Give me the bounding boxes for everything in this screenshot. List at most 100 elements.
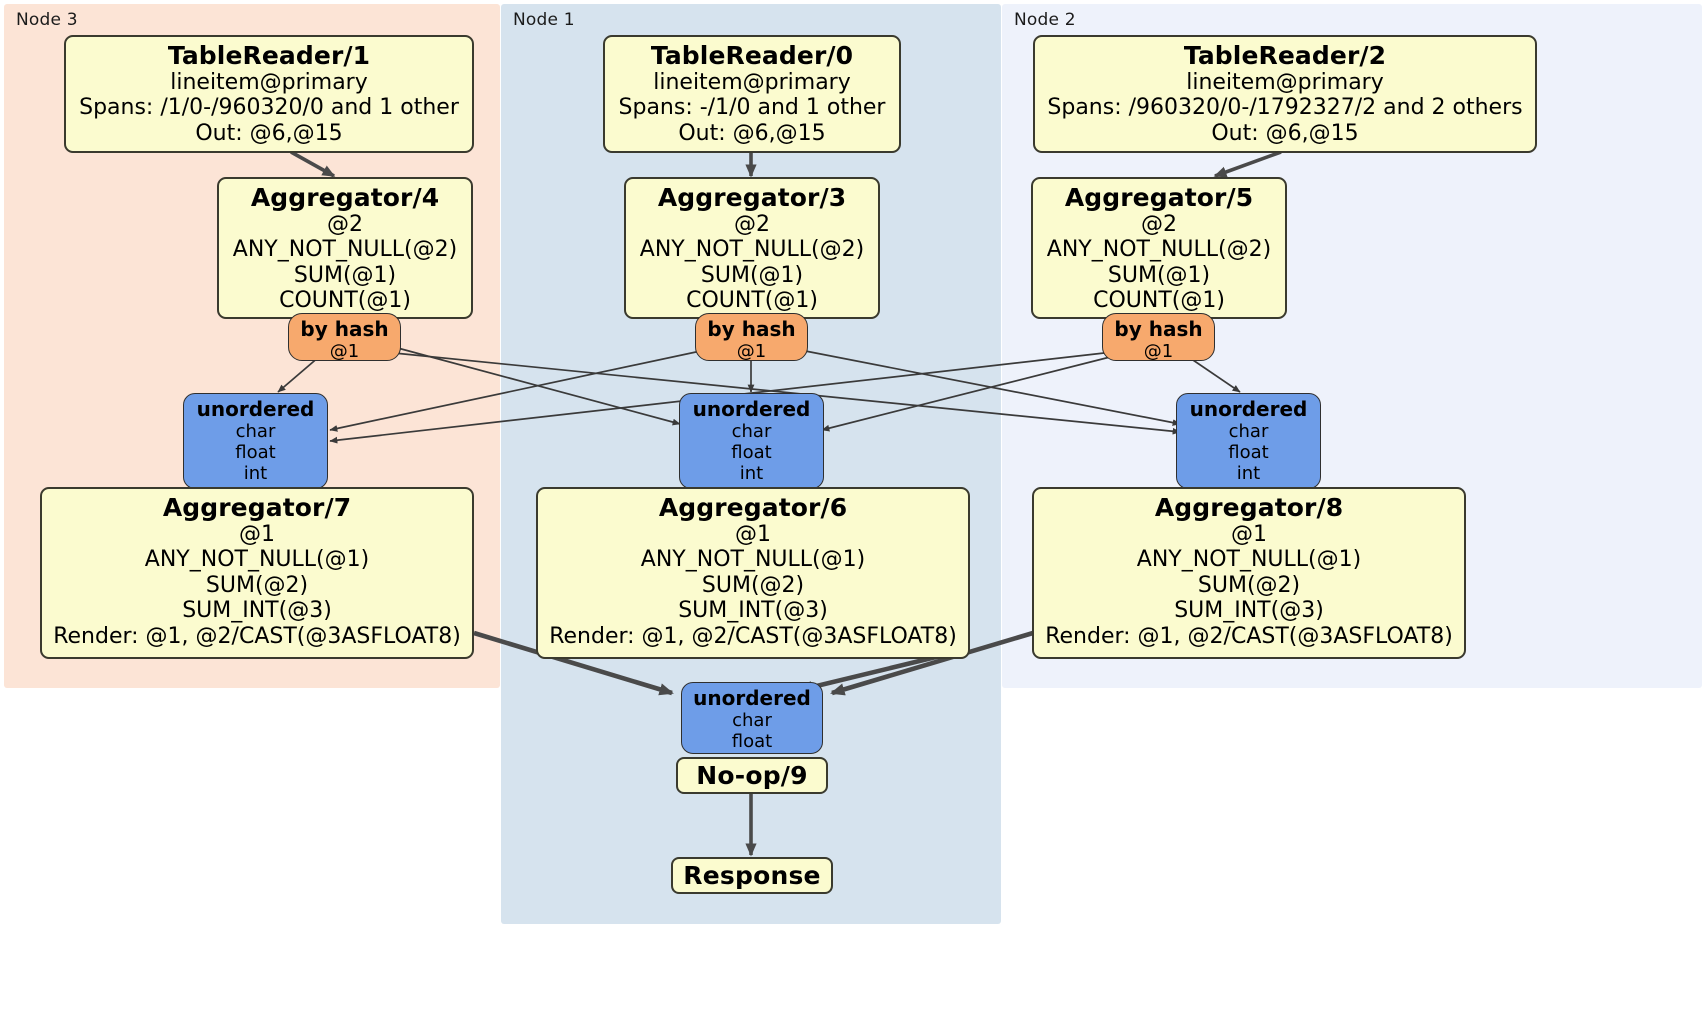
processor-line: lineitem@primary (170, 70, 368, 95)
router-line: char (732, 710, 772, 731)
processor-line: COUNT(@1) (1093, 288, 1225, 314)
processor-line: @2 (327, 212, 363, 237)
router-line: @1 (329, 341, 360, 362)
processor-line: Spans: /1/0-/960320/0 and 1 other (79, 95, 459, 121)
processor-line: SUM(@2) (205, 572, 309, 598)
processor-title: No-op/9 (696, 761, 808, 790)
processor-line: ANY_NOT_NULL(@1) (144, 547, 370, 573)
processor-title: Aggregator/8 (1154, 493, 1344, 522)
router-line: char (1228, 421, 1269, 442)
processor-line: SUM(@1) (293, 262, 397, 288)
router-unordered-left[interactable]: unordered char float int (183, 393, 328, 489)
processor-aggregator-7[interactable]: Aggregator/7 @1 ANY_NOT_NULL(@1) SUM(@2)… (40, 487, 474, 659)
router-line: @1 (1143, 341, 1174, 362)
processor-line: @1 (239, 522, 275, 547)
node-label-node-3: Node 3 (16, 10, 78, 30)
router-line: @1 (736, 341, 767, 362)
processor-tablereader-1[interactable]: TableReader/1 lineitem@primary Spans: /1… (64, 35, 474, 153)
edge-aggregator8-unorderedfinal (830, 630, 1034, 696)
edge-hashright-unorderedcenter (821, 354, 1119, 432)
router-title: unordered (1189, 397, 1308, 421)
processor-line: Out: @6,@15 (195, 120, 343, 146)
processor-line: SUM(@1) (700, 262, 804, 288)
node-label-node-2: Node 2 (1014, 10, 1076, 30)
processor-line: ANY_NOT_NULL(@1) (640, 547, 866, 573)
processor-tablereader-2[interactable]: TableReader/2 lineitem@primary Spans: /9… (1033, 35, 1537, 153)
processor-line: @1 (735, 522, 771, 547)
processor-title: TableReader/2 (1183, 41, 1387, 70)
router-by-hash-left[interactable]: by hash @1 (288, 313, 401, 362)
edge-tablereader1-aggregator4 (290, 150, 336, 178)
router-line: char (235, 421, 276, 442)
processor-title: Aggregator/4 (250, 183, 440, 212)
processor-line: Spans: /960320/0-/1792327/2 and 2 others (1047, 95, 1523, 121)
processor-title: Response (683, 861, 821, 890)
processor-title: Aggregator/7 (162, 493, 352, 522)
router-unordered-final[interactable]: unordered char float (681, 682, 823, 754)
router-line: int (1236, 463, 1261, 485)
edge-hashcenter-unorderedright (794, 348, 1181, 426)
processor-line: SUM(@2) (701, 572, 805, 598)
processor-line: lineitem@primary (1186, 70, 1384, 95)
processor-line: Spans: -/1/0 and 1 other (618, 95, 886, 121)
processor-line: @1 (1231, 522, 1267, 547)
processor-line: ANY_NOT_NULL(@2) (232, 237, 458, 263)
router-line: float (731, 442, 772, 464)
processor-title: Aggregator/6 (658, 493, 848, 522)
processor-aggregator-3[interactable]: Aggregator/3 @2 ANY_NOT_NULL(@2) SUM(@1)… (624, 177, 880, 319)
edge-hashright-unorderedright (1189, 357, 1241, 393)
edge-hashleft-unorderedleft (277, 355, 321, 393)
processor-title: TableReader/0 (650, 41, 854, 70)
processor-line: Out: @6,@15 (1211, 120, 1359, 146)
processor-title: Aggregator/3 (657, 183, 847, 212)
router-unordered-right[interactable]: unordered char float int (1176, 393, 1321, 489)
processor-line: lineitem@primary (653, 70, 851, 95)
router-title: unordered (196, 397, 315, 421)
processor-line: Render: @1, @2/CAST(@3ASFLOAT8) (1045, 623, 1453, 649)
processor-line: SUM_INT(@3) (1174, 598, 1324, 624)
processor-line: SUM(@2) (1197, 572, 1301, 598)
node-label-node-1: Node 1 (513, 10, 575, 30)
processor-line: ANY_NOT_NULL(@1) (1136, 547, 1362, 573)
edge-hashleft-unorderedright (393, 352, 1181, 435)
processor-line: ANY_NOT_NULL(@2) (1046, 237, 1272, 263)
router-title: by hash (707, 317, 796, 341)
processor-noop-9[interactable]: No-op/9 (676, 757, 828, 794)
edge-hashcenter-unorderedleft (329, 348, 711, 432)
processor-line: Out: @6,@15 (678, 120, 826, 146)
router-unordered-center[interactable]: unordered char float int (679, 393, 824, 489)
processor-line: SUM(@1) (1107, 262, 1211, 288)
processor-aggregator-8[interactable]: Aggregator/8 @1 ANY_NOT_NULL(@1) SUM(@2)… (1032, 487, 1466, 659)
processor-line: @2 (1141, 212, 1177, 237)
processor-line: SUM_INT(@3) (182, 598, 332, 624)
router-line: int (243, 463, 268, 485)
router-line: int (739, 463, 764, 485)
router-line: char (731, 421, 772, 442)
processor-title: TableReader/1 (167, 41, 371, 70)
processor-line: ANY_NOT_NULL(@2) (639, 237, 865, 263)
processor-line: Render: @1, @2/CAST(@3ASFLOAT8) (53, 623, 461, 649)
processor-line: Render: @1, @2/CAST(@3ASFLOAT8) (549, 623, 957, 649)
router-title: by hash (300, 317, 389, 341)
router-line: float (235, 442, 276, 464)
processor-response[interactable]: Response (671, 857, 833, 894)
router-line: float (731, 731, 773, 753)
edge-aggregator7-unorderedfinal (473, 630, 674, 696)
processor-aggregator-4[interactable]: Aggregator/4 @2 ANY_NOT_NULL(@2) SUM(@1)… (217, 177, 473, 319)
router-title: unordered (692, 397, 811, 421)
edge-tablereader2-aggregator5 (1213, 150, 1282, 178)
processor-tablereader-0[interactable]: TableReader/0 lineitem@primary Spans: -/… (603, 35, 901, 153)
processor-line: SUM_INT(@3) (678, 598, 828, 624)
processor-line: COUNT(@1) (279, 288, 411, 314)
router-title: by hash (1114, 317, 1203, 341)
router-title: unordered (693, 686, 811, 710)
router-by-hash-center[interactable]: by hash @1 (695, 313, 808, 362)
router-line: float (1228, 442, 1269, 464)
processor-aggregator-6[interactable]: Aggregator/6 @1 ANY_NOT_NULL(@1) SUM(@2)… (536, 487, 970, 659)
router-by-hash-right[interactable]: by hash @1 (1102, 313, 1215, 362)
processor-title: Aggregator/5 (1064, 183, 1254, 212)
processor-aggregator-5[interactable]: Aggregator/5 @2 ANY_NOT_NULL(@2) SUM(@1)… (1031, 177, 1287, 319)
processor-line: @2 (734, 212, 770, 237)
